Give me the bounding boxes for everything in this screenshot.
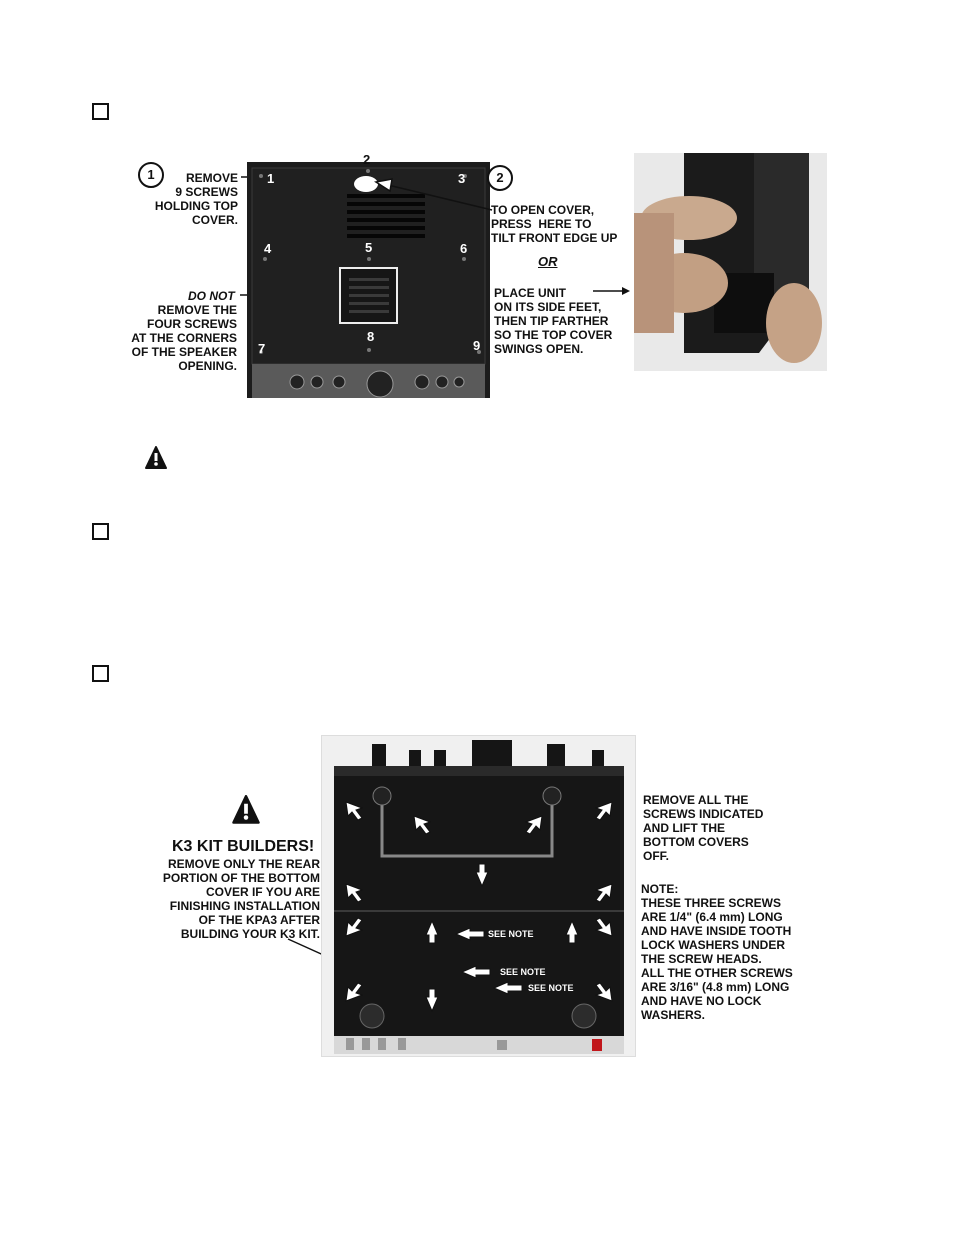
warning-triangle-icon: [145, 446, 167, 470]
screw-label-4: 4: [264, 241, 272, 256]
hand-tilting-cover-illustration: [634, 153, 822, 363]
step-checkbox-2[interactable]: [92, 523, 109, 540]
remove-all-screws-callout: REMOVE ALL THE SCREWS INDICATED AND LIFT…: [643, 793, 764, 863]
screw-label-7: 7: [258, 341, 266, 356]
do-not-label: DO NOT: [188, 289, 235, 303]
screw-label-2: 2: [363, 152, 371, 167]
see-note-label-1: SEE NOTE: [488, 929, 534, 939]
step-checkbox-1[interactable]: [92, 103, 109, 120]
radio-top-cover-photo: 1 2 3 4 5 6 7 8 9: [247, 152, 490, 398]
see-note-label-2: SEE NOTE: [500, 967, 546, 977]
screw-label-9: 9: [473, 338, 481, 353]
see-note-label-3: SEE NOTE: [528, 983, 574, 993]
radio-bottom-cover-illustration: [334, 740, 624, 1054]
remove-screws-callout: REMOVE 9 SCREWS HOLDING TOP COVER.: [154, 171, 238, 227]
radio-bottom-cover-photo: SEE NOTE SEE NOTE SEE NOTE: [321, 735, 636, 1057]
or-label: OR: [538, 254, 558, 269]
do-not-remove-callout: REMOVE THE FOUR SCREWS AT THE CORNERS OF…: [131, 303, 237, 373]
open-cover-callout: TO OPEN COVER, PRESS HERE TO TILT FRONT …: [491, 203, 618, 245]
hand-tilting-cover-photo: [634, 153, 827, 371]
screw-length-note: NOTE: THESE THREE SCREWS ARE 1/4" (6.4 m…: [641, 882, 793, 1022]
press-here-arrow: [374, 178, 493, 211]
place-unit-callout: PLACE UNIT ON ITS SIDE FEET, THEN TIP FA…: [494, 286, 613, 356]
screw-label-6: 6: [460, 241, 468, 256]
step-checkbox-3[interactable]: [92, 665, 109, 682]
screw-label-8: 8: [367, 329, 375, 344]
screw-label-3: 3: [458, 171, 466, 186]
screw-label-1: 1: [267, 171, 275, 186]
k3-kit-builders-heading: K3 KIT BUILDERS!: [172, 838, 315, 855]
radio-top-cover-illustration: [251, 167, 486, 398]
warning-triangle-icon-2: [232, 795, 260, 825]
step-number-1: 1: [138, 162, 164, 188]
k3-kit-builders-text: REMOVE ONLY THE REAR PORTION OF THE BOTT…: [162, 857, 320, 941]
screw-label-5: 5: [365, 240, 373, 255]
arrow-to-hand-photo: [593, 287, 630, 295]
step-number-2: 2: [487, 165, 513, 191]
